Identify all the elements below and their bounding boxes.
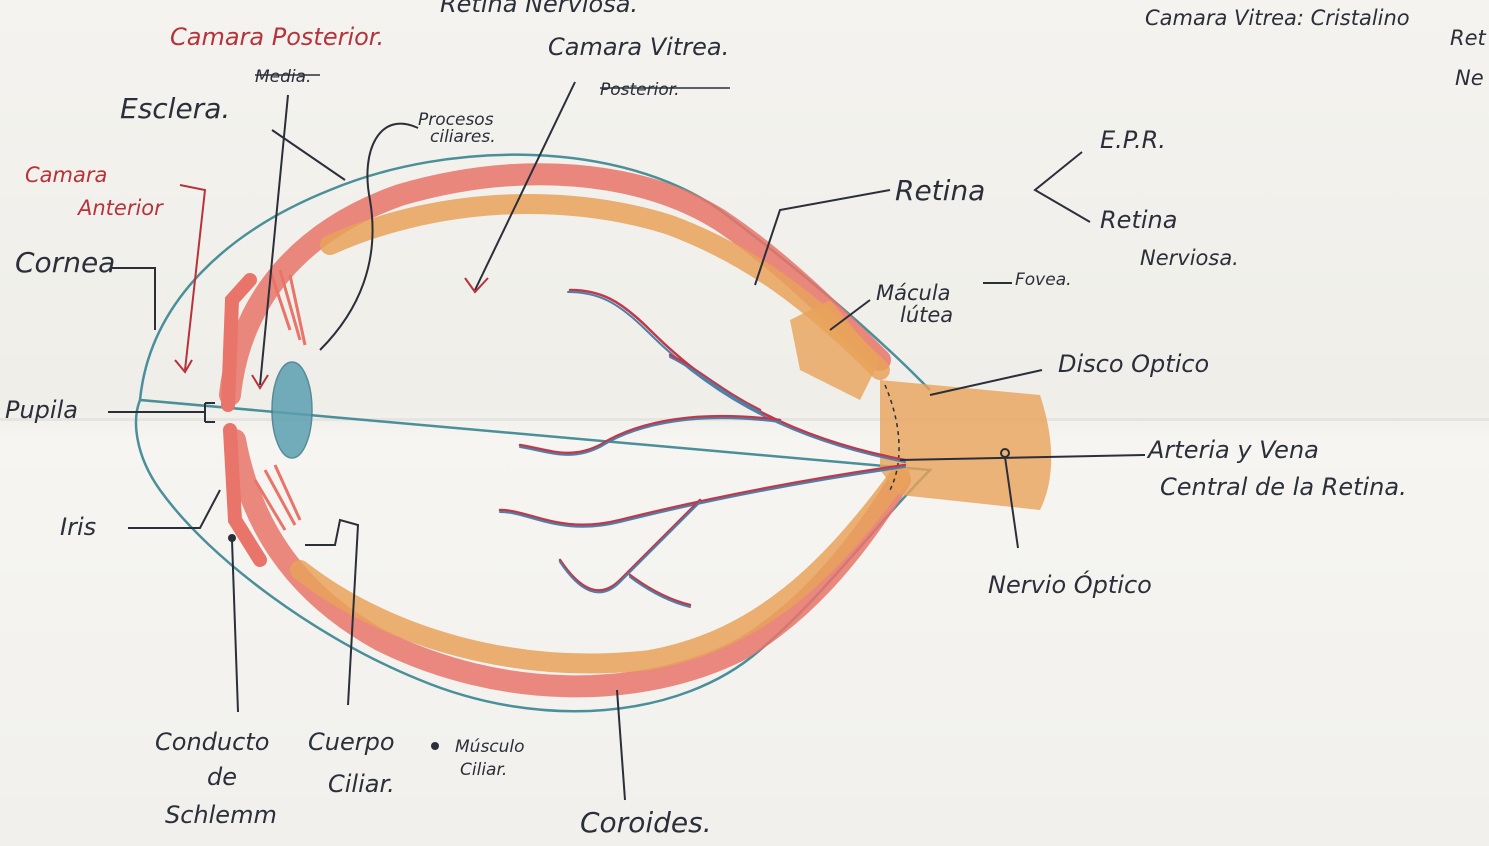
label-cornea: Cornea xyxy=(15,246,115,279)
label-retina-nerviosa-2: Nerviosa. xyxy=(1140,246,1239,270)
pointer-camara-anterior xyxy=(175,185,205,372)
label-arteria-2: Central de la Retina. xyxy=(1160,473,1407,501)
label-macula-2: lútea xyxy=(900,303,953,327)
label-ciliares: ciliares. xyxy=(430,127,496,147)
label-conducto-1: Conducto xyxy=(155,728,269,756)
label-conducto-2: de xyxy=(207,763,237,791)
label-title-partial: Retina Nerviosa. xyxy=(440,0,638,18)
label-media-crossed: Media. xyxy=(255,67,311,87)
label-epr: E.P.R. xyxy=(1100,126,1166,154)
label-conducto-3: Schlemm xyxy=(165,801,277,829)
label-camara-posterior: Camara Posterior. xyxy=(170,23,384,51)
label-disco-optico: Disco Optico xyxy=(1058,350,1209,378)
macula-patch xyxy=(790,300,880,400)
pointer-camara-posterior xyxy=(260,95,288,385)
label-retina: Retina xyxy=(895,174,985,207)
label-retina-nerviosa-1: Retina xyxy=(1100,206,1177,234)
label-top-right-3: Ne xyxy=(1455,66,1484,90)
label-esclera: Esclera. xyxy=(120,92,230,125)
label-coroides: Coroides. xyxy=(580,806,712,839)
label-macula-1: Mácula xyxy=(876,281,951,305)
pointer-conducto xyxy=(232,540,238,712)
label-pupila: Pupila xyxy=(5,396,78,424)
label-iris: Iris xyxy=(60,513,96,541)
pointer-cornea xyxy=(110,268,155,330)
label-camara-anterior-1: Camara xyxy=(25,163,107,187)
label-camara-anterior-2: Anterior xyxy=(76,196,164,220)
label-musculo-2: Ciliar. xyxy=(460,760,507,780)
optic-nerve xyxy=(880,380,1051,510)
label-cuerpo-2: Ciliar. xyxy=(328,770,395,798)
label-top-right-2: Ret xyxy=(1450,26,1487,50)
label-top-right-1: Camara Vitrea: Cristalino xyxy=(1145,6,1410,30)
choroid-lower xyxy=(235,440,900,686)
pointer-retina-brace xyxy=(1035,152,1090,222)
conducto-dot xyxy=(228,534,236,542)
lens xyxy=(272,362,312,458)
label-fovea: Fovea. xyxy=(1015,270,1072,290)
musculo-dot xyxy=(431,742,439,750)
label-arteria-1: Arteria y Vena xyxy=(1146,436,1319,464)
label-posterior-crossed: Posterior. xyxy=(600,80,680,100)
pointer-coroides xyxy=(617,690,625,800)
label-cuerpo-1: Cuerpo xyxy=(308,728,395,756)
label-camara-vitrea: Camara Vitrea. xyxy=(548,33,729,61)
label-nervio-optico: Nervio Óptico xyxy=(988,569,1152,599)
label-musculo-1: Músculo xyxy=(455,737,525,757)
